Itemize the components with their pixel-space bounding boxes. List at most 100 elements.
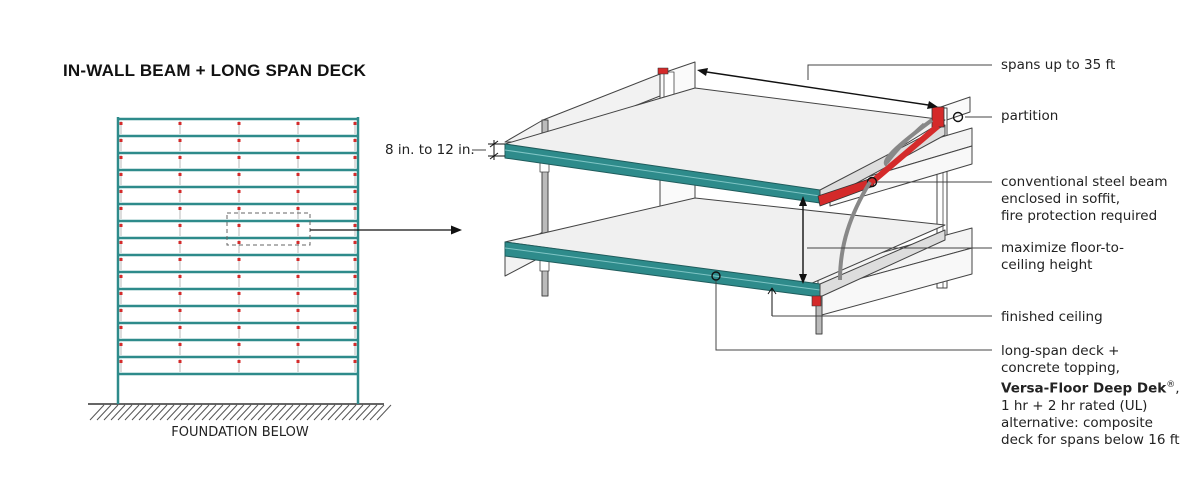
hatch-line <box>271 404 287 421</box>
hatch-line <box>320 404 336 421</box>
hatch-line <box>257 404 273 421</box>
beam-mark <box>353 156 357 159</box>
deck-callout-line-3: Versa-Floor Deep Dek®, <box>1001 377 1180 398</box>
beam-mark <box>237 156 241 159</box>
beam-mark <box>237 224 241 227</box>
beam-mark <box>237 241 241 244</box>
beam-mark <box>119 360 123 363</box>
beam-mark <box>237 258 241 261</box>
beam-mark <box>178 292 182 295</box>
beam-mark <box>178 326 182 329</box>
leader-lines <box>472 64 992 351</box>
building-elevation <box>88 117 462 421</box>
hatch-line <box>278 404 294 421</box>
deck-callout-line-1: long-span deck + <box>1001 343 1120 359</box>
deck-callout-line-5: alternative: composite <box>1001 414 1153 431</box>
beam-mark <box>296 139 300 142</box>
beam-mark <box>178 258 182 261</box>
beam-mark <box>119 292 123 295</box>
beam-mark <box>353 241 357 244</box>
hatch-line <box>103 404 119 421</box>
beam-mark <box>237 173 241 176</box>
deck-comma: , <box>1175 380 1180 397</box>
hatch-line <box>166 404 182 421</box>
hatch-line <box>243 404 259 421</box>
beam-mark <box>237 360 241 363</box>
beam-mark <box>119 258 123 261</box>
hatch-line <box>222 404 238 421</box>
beam-mark <box>296 224 300 227</box>
hatch-line <box>376 404 392 421</box>
hatch-line <box>285 404 301 421</box>
beam-mark <box>353 258 357 261</box>
beam-mark <box>178 156 182 159</box>
beam-mark <box>296 360 300 363</box>
hatch-line <box>96 404 112 421</box>
beam-mark <box>296 292 300 295</box>
hatch-line <box>236 404 252 421</box>
beam-mark <box>353 190 357 193</box>
partition-marker <box>952 111 964 123</box>
beam-mark <box>178 139 182 142</box>
hatch-line <box>250 404 266 421</box>
wall-studs <box>119 121 357 372</box>
beam-mark <box>178 343 182 346</box>
beam-mark <box>237 292 241 295</box>
hatch-line <box>313 404 329 421</box>
beam-mark <box>178 309 182 312</box>
beam-mark <box>296 190 300 193</box>
hatch-line <box>152 404 168 421</box>
hatch-line <box>145 404 161 421</box>
detail-callout-box <box>226 212 311 246</box>
beam-mark <box>178 173 182 176</box>
hatch-line <box>89 404 105 421</box>
deck-callout-line-6: deck for spans below 16 ft <box>1001 431 1180 448</box>
beam-callout-line-3: fire protection required <box>1001 208 1158 224</box>
hatch-line <box>292 404 308 421</box>
beam-mark <box>296 275 300 278</box>
hatch-line <box>334 404 350 421</box>
hatch-line <box>194 404 210 421</box>
beam-callout: conventional steel beam enclosed in soff… <box>1001 174 1168 225</box>
beam-mark <box>237 275 241 278</box>
hatch-line <box>201 404 217 421</box>
hatch-line <box>187 404 203 421</box>
hatch-line <box>327 404 343 421</box>
steel-beam <box>817 106 945 207</box>
beam-mark <box>178 224 182 227</box>
hatch-line <box>348 404 364 421</box>
beam-mark <box>296 309 300 312</box>
height-callout: maximize floor-to- ceiling height <box>1001 240 1124 274</box>
hatch-line <box>131 404 147 421</box>
beam-mark <box>353 224 357 227</box>
beam-mark <box>178 275 182 278</box>
beam-mark <box>237 122 241 125</box>
beam-mark <box>353 173 357 176</box>
beam-mark <box>353 207 357 210</box>
beam-mark <box>119 241 123 244</box>
beam-mark <box>178 207 182 210</box>
hatch-line <box>180 404 196 421</box>
floor-lines <box>118 117 358 376</box>
beam-mark <box>296 258 300 261</box>
beam-mark <box>178 122 182 125</box>
hatch-line <box>215 404 231 421</box>
hatch-line <box>173 404 189 421</box>
detail-arrow-head <box>451 225 462 235</box>
beam-mark <box>296 156 300 159</box>
beam-mark <box>119 173 123 176</box>
isometric-detail <box>488 61 973 335</box>
beam-mark <box>119 122 123 125</box>
beam-mark <box>237 309 241 312</box>
span-dimension-line <box>699 70 936 107</box>
height-callout-line-2: ceiling height <box>1001 257 1093 273</box>
deck-product-name: Versa-Floor Deep Dek <box>1001 380 1167 397</box>
beam-mark <box>178 360 182 363</box>
beam-marker <box>866 176 878 188</box>
beam-mark <box>296 343 300 346</box>
beam-mark <box>296 207 300 210</box>
beam-mark <box>296 173 300 176</box>
deck-callout-line-2: concrete topping, <box>1001 360 1120 376</box>
deck-callout-line-4: 1 hr + 2 hr rated (UL) <box>1001 397 1148 414</box>
